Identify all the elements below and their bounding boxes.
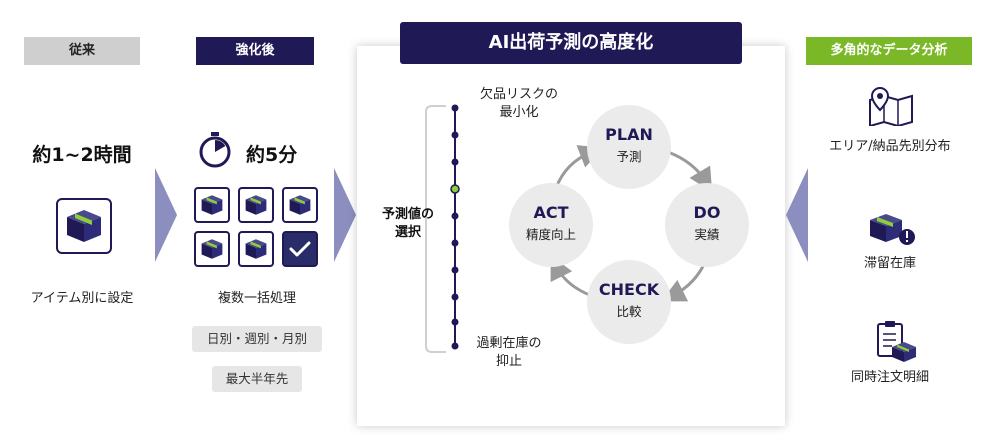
- selection-scale: [425, 104, 460, 353]
- area-distribution-label: エリア/納品先別分布: [829, 139, 951, 154]
- cycle-plan-sub: 予測: [616, 149, 642, 164]
- concurrent-order-label: 同時注文明細: [850, 370, 929, 385]
- cycle-check-title: CHECK: [598, 280, 660, 299]
- cycle-act-title: ACT: [533, 203, 569, 222]
- enhanced-time: 約5分: [246, 144, 298, 166]
- chevron-right-icon: [155, 168, 177, 262]
- shortage-label: 欠品リスクの 最小化: [479, 87, 558, 120]
- tag-analysis: 多角的なデータ分析: [806, 37, 972, 65]
- cycle-do-sub: 実績: [694, 227, 720, 242]
- cycle-do-title: DO: [693, 203, 721, 222]
- selection-label: 予測値の 選択: [381, 207, 434, 240]
- box-icon: [282, 187, 318, 223]
- cycle-act: ACT 精度向上: [509, 183, 593, 267]
- conventional-caption: アイテム別に設定: [30, 291, 134, 306]
- stuck-inventory-label: 滞留在庫: [863, 256, 916, 271]
- box-icon: [194, 231, 230, 267]
- clipboard-icon: [877, 321, 916, 362]
- conventional-time: 約1~2時間: [32, 144, 132, 166]
- stuck-inventory-icon: [870, 214, 915, 245]
- chevron-right-icon: [334, 168, 356, 262]
- box-icon: [194, 187, 230, 223]
- panel-title: AI出荷予測の高度化: [400, 22, 742, 64]
- cycle-check: CHECK 比較: [587, 260, 671, 344]
- enhanced-caption: 複数一括処理: [217, 291, 296, 306]
- check-icon: [282, 231, 318, 267]
- box-icon: [238, 231, 274, 267]
- cycle-act-sub: 精度向上: [525, 227, 576, 242]
- cycle-plan-title: PLAN: [605, 125, 653, 144]
- tag-conventional: 従来: [24, 37, 140, 65]
- tag-enhanced: 強化後: [196, 37, 314, 65]
- period-pill: 日別・週別・月別: [192, 326, 322, 352]
- chevron-left-icon: [786, 168, 808, 262]
- box-icon: [56, 198, 112, 254]
- horizon-pill: 最大半年先: [212, 366, 302, 392]
- stopwatch-icon: [199, 132, 231, 168]
- overstock-label: 過剰在庫の 抑止: [476, 336, 542, 369]
- cycle-check-sub: 比較: [616, 304, 642, 319]
- box-icon: [238, 187, 274, 223]
- map-pin-icon: [869, 86, 913, 126]
- cycle-plan: PLAN 予測: [587, 105, 671, 189]
- cycle-do: DO 実績: [665, 183, 749, 267]
